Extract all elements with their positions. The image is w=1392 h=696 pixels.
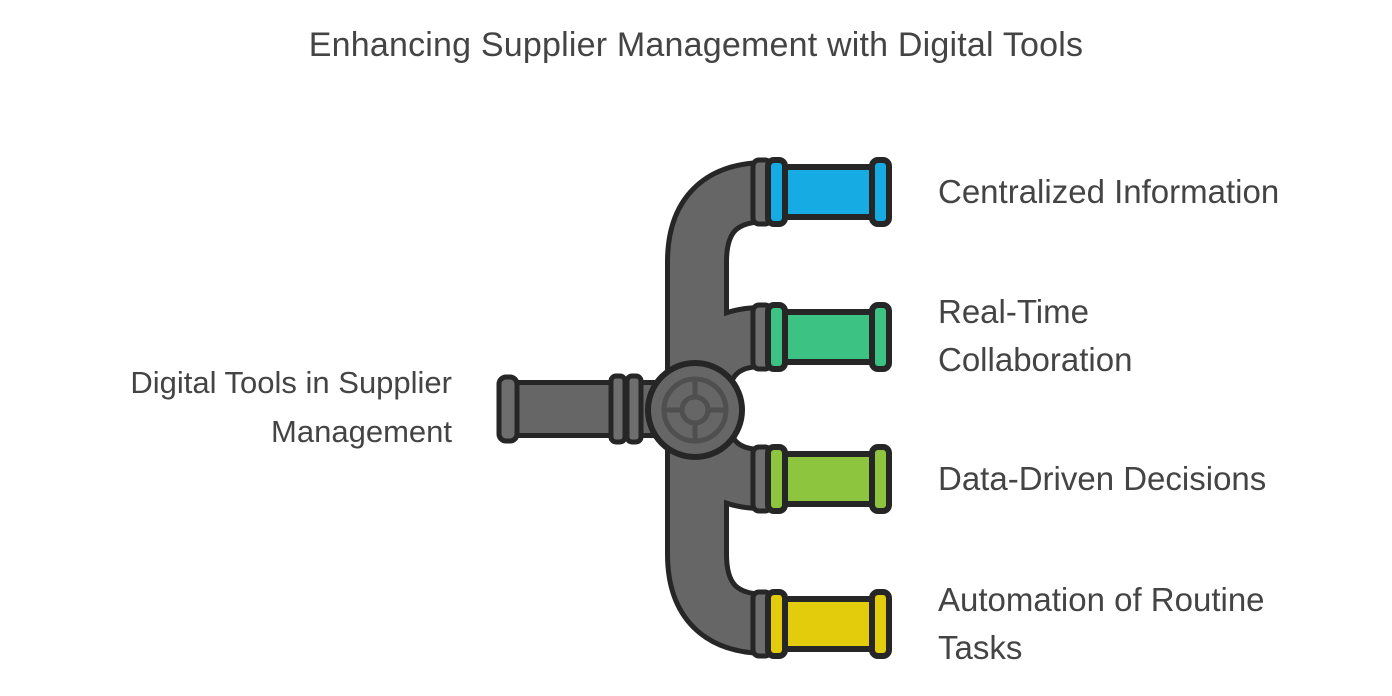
pipe-segment-3-left-flange (765, 444, 788, 514)
branch-label-3: Data-Driven Decisions (938, 460, 1267, 497)
pipe-segment-2-body (778, 309, 882, 365)
pipe-segment-4-body (778, 596, 882, 652)
branch-label-1: Centralized Information (938, 173, 1280, 210)
diagram-title: Enhancing Supplier Management with Digit… (308, 26, 1084, 64)
branch-label-4: Automation of Routine Tasks (938, 581, 1265, 666)
inlet-flanges (496, 373, 644, 445)
branch-label-2: Real-Time Collaboration (938, 293, 1133, 378)
pipe-segment-1-left-flange (765, 157, 788, 227)
pipe-segment-1 (750, 157, 892, 227)
pipe-segment-3-right-flange (869, 444, 892, 514)
inlet-double-flange-b (624, 373, 644, 445)
pipe-segment-3-body (778, 451, 882, 507)
valve-wheel-icon (661, 376, 729, 444)
source-node-label: Digital Tools in Supplier Management (130, 365, 452, 449)
pipe-segment-3 (750, 444, 892, 514)
inlet-end-flange (496, 374, 520, 444)
pipe-segment-2 (750, 302, 892, 372)
valve-icon (645, 360, 745, 460)
pipe-segment-1-right-flange (869, 157, 892, 227)
inlet-double-flange-a (608, 373, 628, 445)
pipe-segment-4-right-flange (869, 589, 892, 659)
pipe-segment-2-left-flange (765, 302, 788, 372)
pipe-segment-4-left-flange (765, 589, 788, 659)
pipe-segment-2-right-flange (869, 302, 892, 372)
pipe-segment-1-body (778, 164, 882, 220)
pipe-segment-4 (750, 589, 892, 659)
